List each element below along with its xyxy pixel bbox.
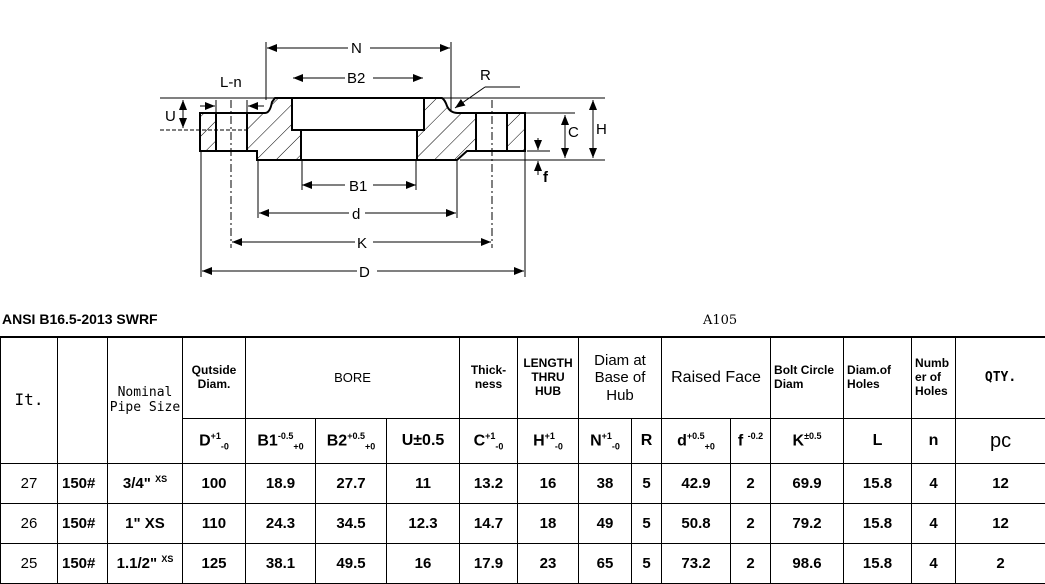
sub-D: D+1-0 bbox=[183, 419, 246, 464]
label-H: H bbox=[596, 121, 607, 138]
sub-n: n bbox=[912, 419, 956, 464]
cell-it: 26 bbox=[1, 504, 58, 544]
cell-H: 23 bbox=[518, 544, 579, 584]
header-bolt-circle: Bolt Circle Diam bbox=[771, 337, 844, 419]
cell-N: 49 bbox=[579, 504, 632, 544]
header-od: Qutside Diam. bbox=[183, 337, 246, 419]
cell-U: 11 bbox=[387, 464, 460, 504]
label-Ln: L-n bbox=[220, 74, 242, 91]
sub-C: C+1-0 bbox=[460, 419, 518, 464]
cell-D: 100 bbox=[183, 464, 246, 504]
cell-B2: 34.5 bbox=[316, 504, 387, 544]
label-d: d bbox=[352, 206, 360, 223]
header-bore: BORE bbox=[246, 337, 460, 419]
cell-D: 125 bbox=[183, 544, 246, 584]
header-hole-count: Numb er of Holes bbox=[912, 337, 956, 419]
cell-it: 25 bbox=[1, 544, 58, 584]
sub-B1: B1-0.5+0 bbox=[246, 419, 316, 464]
flange-section bbox=[200, 98, 525, 160]
cell-N: 38 bbox=[579, 464, 632, 504]
cell-R: 5 bbox=[632, 504, 662, 544]
cell-qty: 12 bbox=[956, 504, 1045, 544]
cell-cls: 150# bbox=[58, 544, 108, 584]
label-N: N bbox=[351, 40, 362, 57]
label-R: R bbox=[480, 67, 491, 84]
header-class bbox=[58, 337, 108, 464]
cell-f: 2 bbox=[731, 544, 771, 584]
cell-n: 4 bbox=[912, 464, 956, 504]
cell-B2: 27.7 bbox=[316, 464, 387, 504]
sub-L: L bbox=[844, 419, 912, 464]
cell-qty: 2 bbox=[956, 544, 1045, 584]
cell-H: 16 bbox=[518, 464, 579, 504]
cell-size: 1" XS bbox=[108, 504, 183, 544]
sub-N: N+1-0 bbox=[579, 419, 632, 464]
header-hole-diam: Diam.of Holes bbox=[844, 337, 912, 419]
label-K: K bbox=[357, 235, 367, 252]
label-B1: B1 bbox=[349, 178, 367, 195]
cell-cls: 150# bbox=[58, 504, 108, 544]
header-nps: Nominal Pipe Size bbox=[108, 337, 183, 464]
cell-f: 2 bbox=[731, 464, 771, 504]
cell-K: 79.2 bbox=[771, 504, 844, 544]
label-D: D bbox=[359, 264, 370, 281]
material-label: A105 bbox=[703, 313, 737, 328]
sub-H: H+1-0 bbox=[518, 419, 579, 464]
cell-B1: 24.3 bbox=[246, 504, 316, 544]
sub-U: U±0.5 bbox=[387, 419, 460, 464]
header-raised-face: Raised Face bbox=[662, 337, 771, 419]
cell-L: 15.8 bbox=[844, 504, 912, 544]
label-U: U bbox=[165, 108, 176, 125]
cell-N: 65 bbox=[579, 544, 632, 584]
sub-f: f -0.2 bbox=[731, 419, 771, 464]
label-C: C bbox=[568, 124, 579, 141]
cell-d: 50.8 bbox=[662, 504, 731, 544]
cell-D: 110 bbox=[183, 504, 246, 544]
cell-B1: 38.1 bbox=[246, 544, 316, 584]
cell-L: 15.8 bbox=[844, 544, 912, 584]
cell-n: 4 bbox=[912, 504, 956, 544]
cell-C: 14.7 bbox=[460, 504, 518, 544]
cell-H: 18 bbox=[518, 504, 579, 544]
cell-U: 16 bbox=[387, 544, 460, 584]
cell-size: 1.1/2" XS bbox=[108, 544, 183, 584]
cell-C: 17.9 bbox=[460, 544, 518, 584]
cell-it: 27 bbox=[1, 464, 58, 504]
cell-R: 5 bbox=[632, 544, 662, 584]
sub-B2: B2+0.5+0 bbox=[316, 419, 387, 464]
header-length: LENGTH THRU HUB bbox=[518, 337, 579, 419]
header-thickness: Thick- ness bbox=[460, 337, 518, 419]
cell-d: 73.2 bbox=[662, 544, 731, 584]
standard-title: ANSI B16.5-2013 SWRF bbox=[2, 311, 158, 327]
header-hub-base: Diam at Base of Hub bbox=[579, 337, 662, 419]
sub-R: R bbox=[632, 419, 662, 464]
cell-n: 4 bbox=[912, 544, 956, 584]
cell-size: 3/4" XS bbox=[108, 464, 183, 504]
flange-drawing: N B2 R L-n U C H f B1 d K D bbox=[0, 0, 1045, 300]
cell-qty: 12 bbox=[956, 464, 1045, 504]
cell-U: 12.3 bbox=[387, 504, 460, 544]
cell-K: 98.6 bbox=[771, 544, 844, 584]
label-B2: B2 bbox=[347, 70, 365, 87]
cell-B2: 49.5 bbox=[316, 544, 387, 584]
flange-spec-table: It. Nominal Pipe Size Qutside Diam. BORE… bbox=[0, 336, 1045, 584]
cell-B1: 18.9 bbox=[246, 464, 316, 504]
cell-R: 5 bbox=[632, 464, 662, 504]
sub-d: d+0.5+0 bbox=[662, 419, 731, 464]
header-it: It. bbox=[1, 337, 58, 464]
header-qty: QTY. bbox=[956, 337, 1045, 419]
sub-pc: pc bbox=[956, 419, 1045, 464]
cell-K: 69.9 bbox=[771, 464, 844, 504]
label-f: f bbox=[543, 169, 549, 186]
sub-K: K±0.5 bbox=[771, 419, 844, 464]
cell-d: 42.9 bbox=[662, 464, 731, 504]
cell-C: 13.2 bbox=[460, 464, 518, 504]
cell-L: 15.8 bbox=[844, 464, 912, 504]
cell-cls: 150# bbox=[58, 464, 108, 504]
cell-f: 2 bbox=[731, 504, 771, 544]
